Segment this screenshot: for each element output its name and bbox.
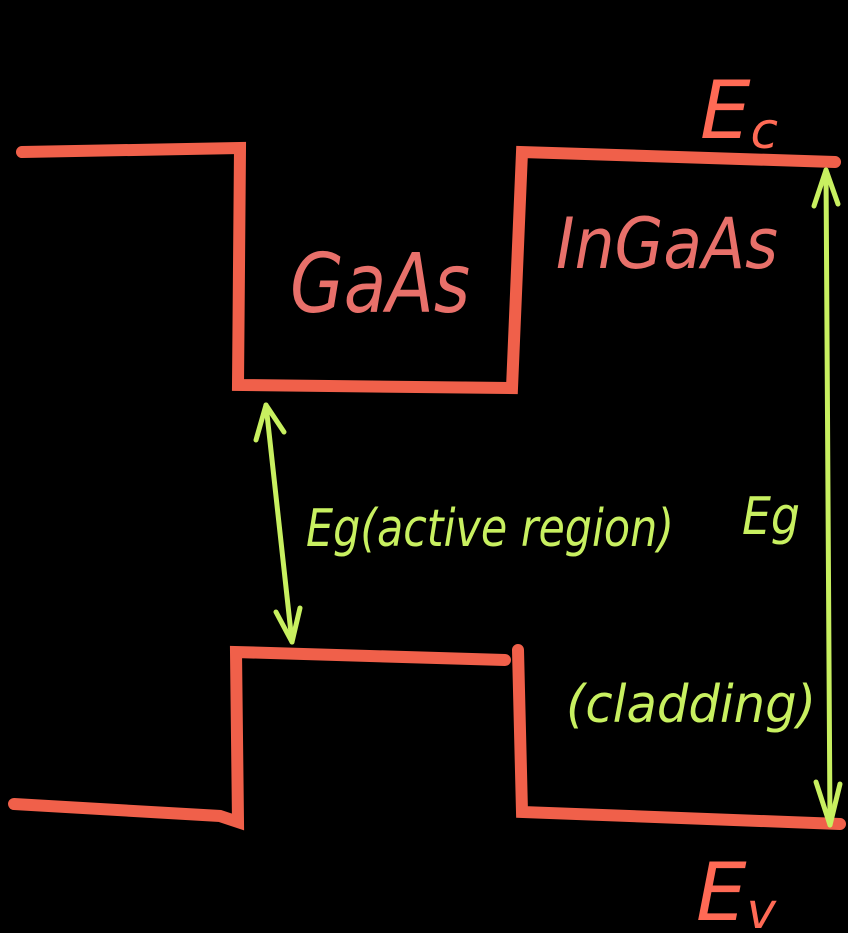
- cladding-gap-label: Eg: [742, 487, 800, 547]
- valence-band-letter: E: [696, 846, 747, 933]
- cladding-gap-note: (cladding): [566, 675, 816, 735]
- cladding-gap-arrow: [811, 167, 843, 828]
- cladding-material-label: InGaAs: [556, 203, 778, 285]
- active-gap-arrow: [253, 402, 303, 645]
- active-material-label: GaAs: [290, 237, 470, 332]
- conduction-band-letter: E: [700, 64, 751, 157]
- valence-band-edge: [8, 644, 846, 831]
- valence-band-subscript: v: [747, 882, 778, 933]
- valence-band-label: Ev: [696, 846, 778, 933]
- conduction-band-subscript: c: [751, 102, 779, 160]
- active-gap-label: Eg(active region): [306, 499, 674, 559]
- conduction-band-edge: [16, 141, 841, 395]
- conduction-band-label: Ec: [700, 64, 778, 160]
